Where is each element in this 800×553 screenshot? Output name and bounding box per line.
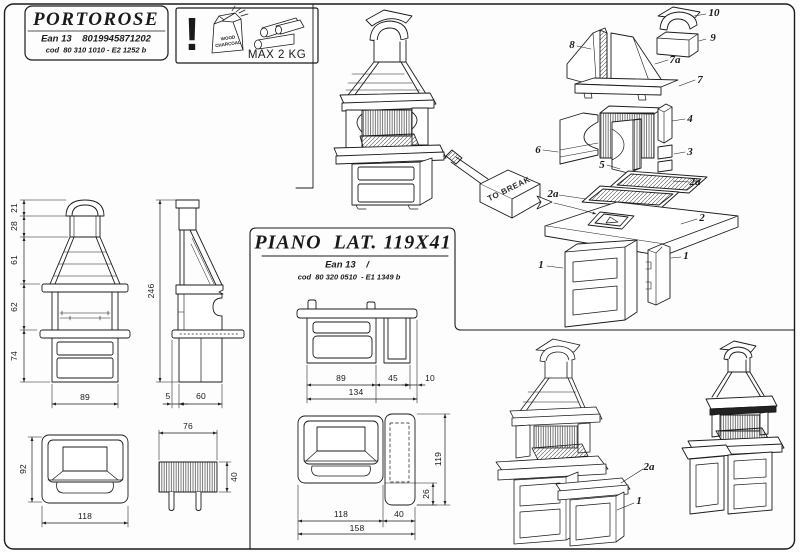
piano-front-drawing [296,299,426,404]
charcoal-bag-icon [211,5,249,54]
part-label-5: 5 [599,159,605,171]
dim-side-60: 60 [196,391,206,401]
part-label-2: 2 [699,212,705,224]
piano-cod: cod 80 320 0510 - E1 1349 b [297,272,401,282]
dim-front-61: 61 [9,255,19,265]
dim-side-5: 5 [165,391,171,401]
portorose-title-box [24,5,169,61]
dim-pfront-89: 89 [336,373,346,383]
dim-side-246: 246 [146,283,156,299]
part-label-1-right: 1 [683,250,689,262]
assembled-views-drawing [495,338,785,547]
part-label-2a-right: 2a [689,176,701,188]
dim-front-74: 74 [9,351,19,361]
part-label-7a: 7a [669,54,681,66]
exploded-view-drawing [445,6,739,328]
max-weight-label: MAX 2 KG [247,49,307,61]
product-cod: cod 80 310 1010 - E2 1252 b [45,45,147,55]
plan-view-drawing [27,434,129,528]
part-label-2a-left: 2a [547,188,559,200]
dim-pfront-134: 134 [348,387,364,397]
front-view-drawing [19,199,131,409]
part-label-6: 6 [535,144,541,156]
dim-grate-76: 76 [183,421,193,431]
grate-view-drawing [158,429,232,511]
dim-front-21: 21 [9,203,19,213]
part-label-9: 9 [710,32,716,44]
dim-plan-118: 118 [77,511,93,521]
dim-pfront-10: 10 [425,373,435,383]
assembled-label-2a: 2a [643,461,655,473]
dim-pplan-118: 118 [333,509,349,519]
dim-plan-92: 92 [18,464,28,474]
part-label-8: 8 [569,39,575,51]
hammer-icon [445,149,597,219]
part-label-4: 4 [687,113,693,125]
dim-front-28: 28 [9,221,19,231]
dim-grate-40: 40 [229,472,239,482]
part-label-10: 10 [708,7,720,19]
wood-logs-icon [254,17,305,50]
dim-pfront-45: 45 [388,373,398,383]
part-label-1-left: 1 [538,259,544,271]
warning-box [175,5,319,64]
piano-plan-drawing [297,413,451,541]
dim-pplan-40: 40 [394,509,404,519]
dim-front-89: 89 [80,392,90,402]
side-view-drawing [155,199,245,409]
product-title: PORTOROSE [32,9,160,30]
piano-title: PIANO LAT. 119X41 [254,231,452,254]
exclamation-icon: ! [184,8,200,60]
part-label-7: 7 [697,74,703,86]
product-ean: Ean 13 8019945871202 [41,33,151,45]
part-label-3: 3 [687,146,693,158]
dim-pplan-119: 119 [433,451,443,467]
dim-pplan-158: 158 [349,523,365,533]
assembled-label-1: 1 [636,495,642,507]
dim-front-62: 62 [9,302,19,312]
dim-pplan-26: 26 [421,489,431,499]
piano-ean: Ean 13 / [325,259,369,271]
sheet-border [3,3,796,550]
central-bbq-drawing [333,9,447,210]
